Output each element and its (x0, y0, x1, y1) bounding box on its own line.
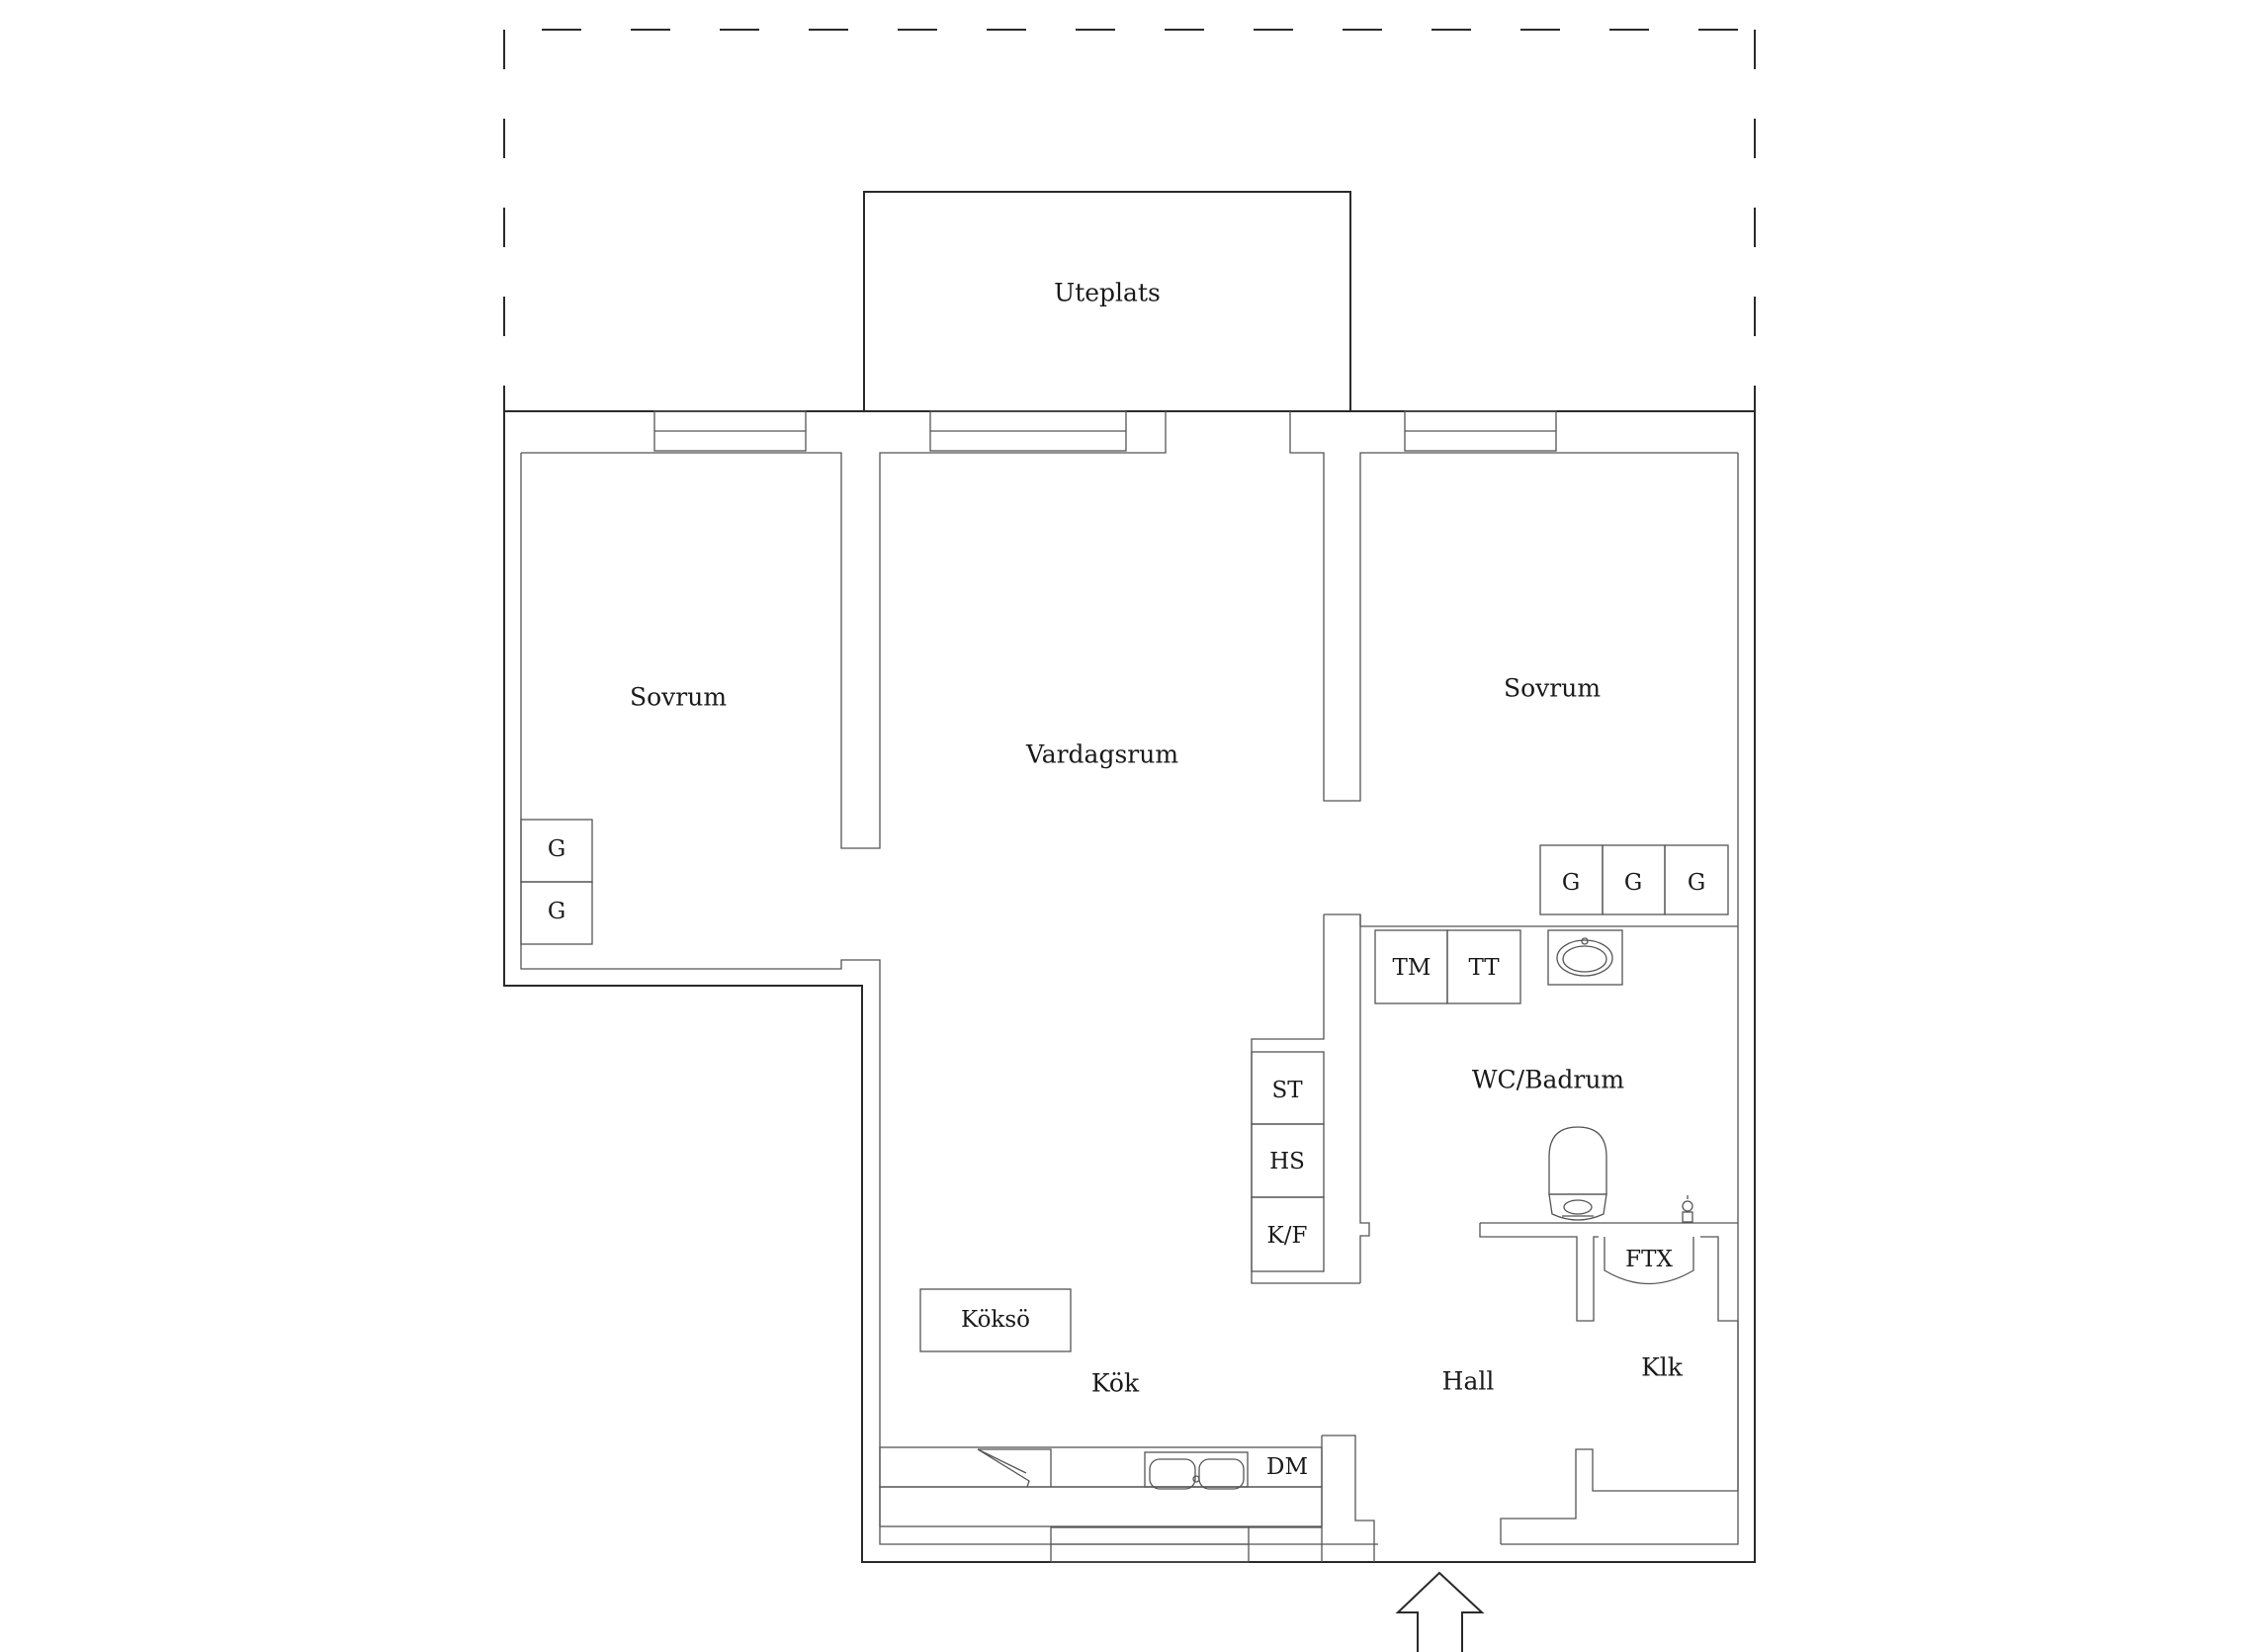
wardrobe-right: G G G (1539, 844, 1729, 915)
room-label-sovrum-left: Sovrum (630, 683, 727, 712)
toilet-icon (1548, 1126, 1607, 1221)
kitchen-counter: DM (879, 1446, 1323, 1527)
room-label-kok: Kök (1091, 1369, 1140, 1398)
wardrobe-label: G (548, 899, 565, 924)
storage-cabinet-label: ST (1271, 1078, 1303, 1103)
ftx-unit: FTX (1604, 1237, 1694, 1285)
tall-cabinet-label: HS (1269, 1149, 1305, 1174)
washer-dryer: TM TT (1374, 929, 1521, 1004)
patio (863, 191, 1351, 411)
wardrobe-label: G (1688, 870, 1705, 896)
interior-walls (521, 411, 1739, 1562)
fridge-freezer-label: K/F (1267, 1223, 1308, 1249)
ftx-label: FTX (1625, 1247, 1673, 1272)
kitchen-sink-icon (1144, 1451, 1249, 1490)
washer-label: TM (1393, 955, 1431, 981)
wardrobe-label: G (1624, 870, 1642, 896)
windows (653, 410, 1557, 1563)
wardrobe-label: G (1562, 870, 1580, 896)
room-label-hall: Hall (1442, 1367, 1495, 1396)
washbasin-icon (1547, 929, 1623, 986)
faucet-icon (1682, 1195, 1693, 1223)
kitchen-island: Köksö (919, 1288, 1072, 1352)
room-label-wc-badrum: WC/Badrum (1472, 1066, 1625, 1094)
room-labels: Uteplats Sovrum Vardagsrum Sovrum WC/Bad… (630, 279, 1684, 1398)
room-label-vardagsrum: Vardagsrum (1025, 740, 1178, 769)
dryer-label: TT (1468, 955, 1500, 981)
kitchen-units: ST HS K/F (1251, 1051, 1325, 1272)
room-label-sovrum-right: Sovrum (1504, 674, 1601, 703)
wardrobe-label: G (548, 836, 565, 862)
wardrobe-left: G G (520, 819, 593, 945)
island-label: Köksö (961, 1307, 1030, 1333)
plot-boundary (503, 29, 1756, 415)
entrance-arrow-icon (1395, 1571, 1485, 1652)
dishwasher-label: DM (1266, 1454, 1308, 1480)
outer-walls (503, 410, 1756, 1563)
room-label-klk: Klk (1641, 1353, 1684, 1382)
room-label-uteplats: Uteplats (1054, 279, 1161, 307)
